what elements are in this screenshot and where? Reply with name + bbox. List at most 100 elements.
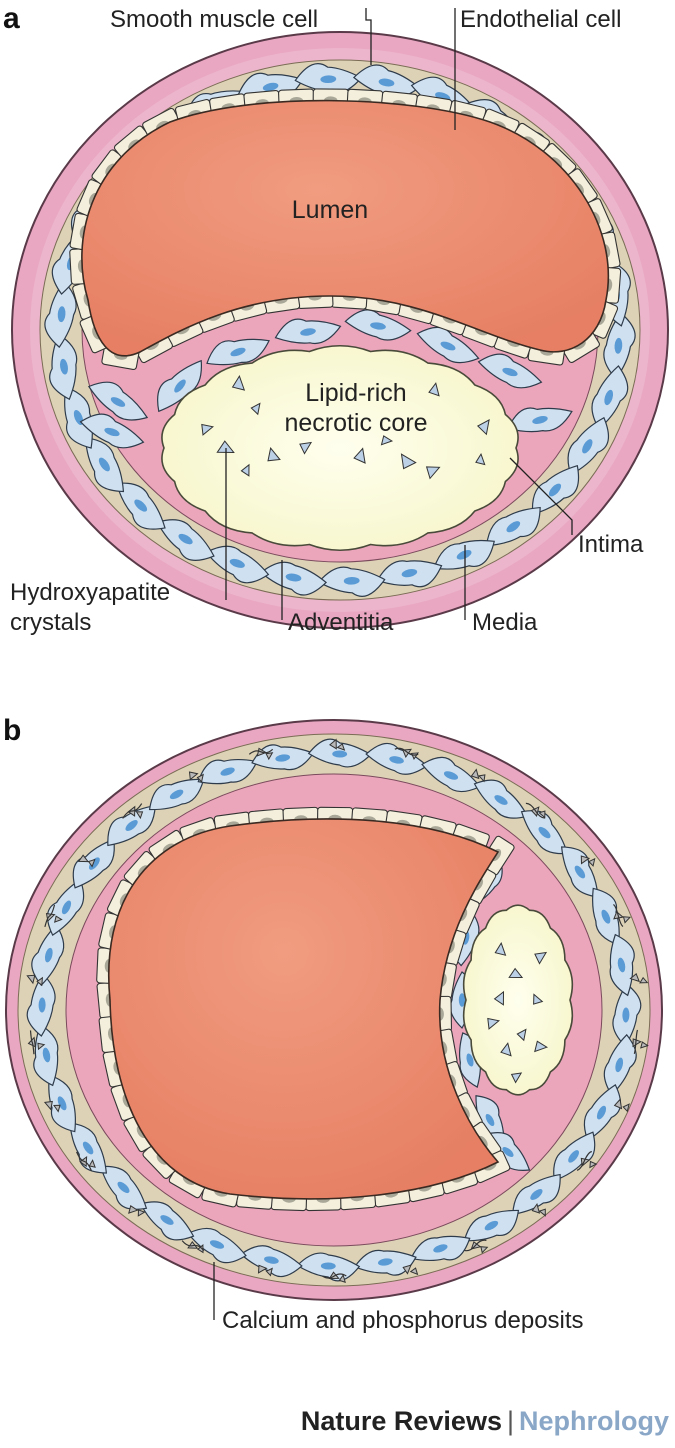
mineral-deposit (622, 1103, 630, 1113)
necrotic-core-a (161, 344, 519, 552)
credit-journal: Nephrology (518, 1406, 669, 1436)
smooth-muscle-nucleus (169, 789, 184, 800)
smooth-muscle-cell (609, 933, 635, 997)
label-core-line1: Lipid-rich (305, 379, 406, 407)
panel-a: a Smooth muscle cell Endothelial cell Lu… (3, 2, 669, 636)
label-hydroxyapatite-line1: Hydroxyapatite (10, 579, 170, 606)
smooth-muscle-nucleus (60, 358, 68, 375)
mineral-deposit (36, 976, 43, 987)
smooth-muscle-nucleus (401, 568, 418, 578)
label-media: Media (472, 609, 538, 636)
mineral-deposit (613, 1098, 623, 1110)
mineral-deposit (196, 773, 204, 783)
necrotic-core-b (462, 904, 574, 1096)
smooth-muscle-cell (48, 1074, 76, 1133)
mineral-deposit (402, 1264, 412, 1275)
panel-a-letter: a (3, 2, 20, 35)
lumen-b (108, 818, 500, 1200)
crystal (510, 1072, 523, 1084)
mineral-deposit (632, 1038, 642, 1048)
mineral-deposit (580, 855, 591, 865)
mineral-deposit (629, 972, 641, 983)
smooth-muscle-nucleus (456, 550, 472, 560)
hydroxyapatite-crystal (353, 447, 366, 464)
label-hydroxyapatite-line2: crystals (10, 609, 91, 636)
smooth-muscle-nucleus (320, 1262, 336, 1270)
mineral-deposit (531, 1202, 541, 1214)
smooth-muscle-nucleus (220, 767, 235, 776)
mineral-deposit (470, 768, 480, 780)
smooth-muscle-nucleus (574, 865, 586, 879)
fibrous-deposit (464, 1239, 487, 1252)
mineral-deposit (338, 1273, 346, 1283)
fibrous-deposit (394, 747, 419, 756)
mineral-deposit (639, 976, 649, 984)
label-calcium-phosphorus: Calcium and phosphorus deposits (222, 1307, 584, 1334)
smooth-muscle-cell (317, 566, 386, 597)
smooth-muscle-nucleus (502, 367, 518, 377)
mineral-deposit (588, 857, 596, 867)
mineral-deposit (77, 854, 90, 863)
crystal (534, 951, 548, 965)
smooth-muscle-cell (410, 1235, 471, 1262)
mineral-deposit (45, 913, 56, 923)
calcium-phosphorus-deposits-b (26, 738, 649, 1283)
smooth-muscle-nucleus (264, 1256, 279, 1264)
hydroxyapatite-crystal (250, 402, 261, 416)
smooth-muscle-nucleus (458, 993, 466, 1007)
mineral-deposit (640, 1041, 649, 1049)
hydroxyapatite-crystal (476, 418, 490, 436)
credit-publisher: Nature Reviews (300, 1406, 502, 1436)
smooth-muscle-nucleus (82, 1141, 94, 1155)
smooth-muscle-nucleus (548, 483, 562, 497)
smooth-muscle-cell (612, 983, 642, 1047)
smooth-muscle-nucleus (89, 857, 100, 870)
mineral-deposit (128, 1205, 139, 1214)
smooth-muscle-nucleus (343, 576, 360, 585)
smooth-muscle-nucleus (57, 1096, 67, 1111)
mineral-deposit (538, 1208, 546, 1217)
mineral-deposit (622, 916, 632, 924)
fibrous-deposit (633, 1029, 639, 1055)
mineral-deposit (53, 1104, 61, 1113)
smooth-muscle-nucleus (134, 499, 148, 512)
crystal (516, 1028, 527, 1042)
crystal (534, 1040, 549, 1053)
smooth-muscle-cell (274, 318, 342, 345)
smooth-muscle-nucleus (484, 1220, 499, 1231)
mineral-deposit (538, 810, 546, 819)
mineral-deposit (589, 1160, 598, 1169)
hydroxyapatite-crystal (475, 452, 486, 466)
label-core-line2: necrotic core (284, 409, 427, 437)
smooth-muscle-nucleus (160, 1215, 174, 1225)
label-intima: Intima (578, 531, 644, 558)
smooth-muscle-nucleus (614, 337, 623, 354)
mineral-deposit (265, 1267, 273, 1277)
crystal (508, 967, 524, 979)
smooth-muscle-cell (197, 758, 258, 785)
label-smooth-muscle-cell: Smooth muscle cell (110, 6, 318, 33)
smooth-muscle-nucleus (530, 1189, 543, 1200)
fibrous-deposit (321, 1273, 347, 1279)
smooth-muscle-nucleus (601, 909, 611, 924)
crystal (500, 1042, 512, 1057)
smooth-muscle-nucleus (433, 1244, 448, 1253)
mineral-deposit (409, 1267, 419, 1276)
crystal (487, 1017, 501, 1030)
smooth-muscle-nucleus (377, 1258, 393, 1266)
smooth-muscle-nucleus (209, 1240, 225, 1249)
smooth-muscle-cell (507, 407, 573, 433)
panel-b-letter: b (3, 714, 21, 747)
fibrous-deposit (76, 1151, 92, 1171)
smooth-muscle-nucleus (466, 1053, 474, 1067)
crystal (533, 993, 544, 1005)
smooth-muscle-nucleus (178, 533, 193, 545)
smooth-muscle-nucleus (300, 328, 316, 336)
smooth-muscle-nucleus (485, 1113, 495, 1127)
smooth-muscle-nucleus (98, 457, 110, 472)
smooth-muscle-nucleus (440, 341, 456, 351)
lumen-a (81, 99, 610, 357)
smooth-muscle-nucleus (622, 1007, 630, 1023)
smooth-muscle-nucleus (262, 82, 279, 92)
smooth-muscle-nucleus (596, 1105, 607, 1120)
